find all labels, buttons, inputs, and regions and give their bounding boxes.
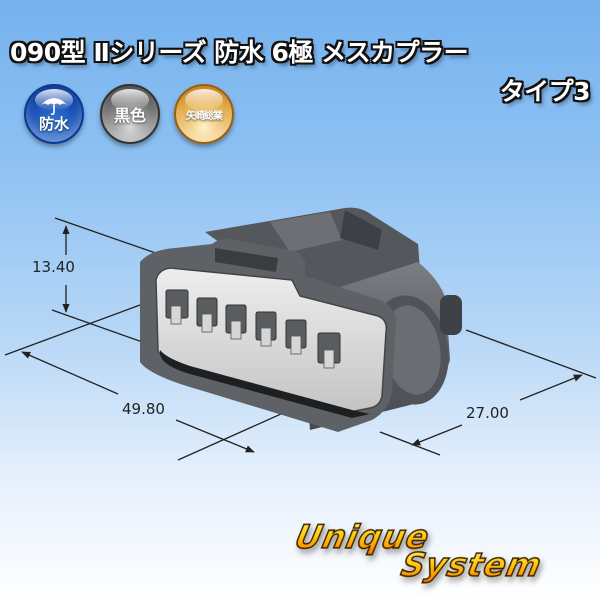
depth-dimension: 27.00 — [466, 404, 509, 422]
waterproof-label: 防水 — [38, 114, 69, 133]
pin-slots — [170, 305, 335, 369]
brand-logo-line2: System — [397, 545, 546, 585]
manufacturer-label: 矢崎総業 — [186, 110, 223, 122]
height-dimension: 13.40 — [32, 258, 75, 276]
waterproof-badge: 防水 — [24, 84, 84, 144]
dimension-lines — [4, 217, 597, 461]
product-title-line2: タイプ3 — [499, 77, 591, 106]
color-black-badge: 黒色 — [100, 84, 160, 144]
color-label: 黒色 — [113, 106, 146, 125]
width-dimension: 49.80 — [122, 400, 165, 418]
umbrella-icon — [41, 97, 67, 115]
manufacturer-badge: 矢崎総業 — [174, 84, 234, 144]
product-title-line1: 090型 Ⅱシリーズ 防水 6極 メスカプラー — [10, 38, 469, 67]
